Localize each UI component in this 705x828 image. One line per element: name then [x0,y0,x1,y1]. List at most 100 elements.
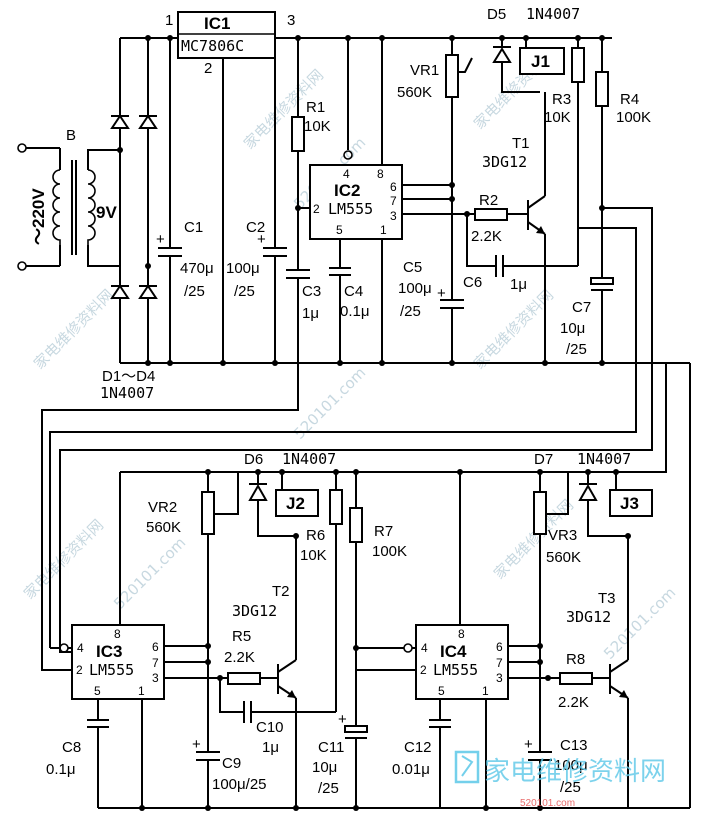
svg-text:1: 1 [380,223,387,237]
vr1-label: VR1 [410,62,439,79]
c11-label: C11 [318,739,344,756]
j3-label: J3 [620,494,639,513]
svg-text:5: 5 [438,684,445,698]
svg-text:+: + [257,231,266,248]
regulator-IC1: IC1 MC7806C 1 3 2 [165,11,295,366]
capacitor-C13: + C13 100μ /25 [524,736,588,811]
svg-text:2: 2 [313,202,320,216]
wire-reset-ic3 [49,227,637,648]
c4-label: C4 [344,283,363,300]
capacitor-C5: + C5 100μ /25 [398,259,464,366]
vr2-label: VR2 [148,499,177,516]
t2-label: T2 [272,583,290,600]
capacitor-C1: + C1 470μ /25 [156,35,214,366]
t2-part: 3DG12 [232,602,277,620]
svg-text:8: 8 [458,627,465,641]
r1-label: R1 [306,99,325,116]
d5-label: D5 [487,6,506,23]
vr3-value: 560K [546,549,581,566]
ic2-part: LM555 [328,200,373,218]
watermark-text: 家电维修资料网 [20,516,107,603]
timer-IC4: IC4 LM555 4 8 2 6 7 3 5 1 C12 0.01μ [356,469,560,811]
capacitor-C9: + C9 100μ/25 [192,736,267,811]
mains-input: ～220V [17,143,61,271]
ic1-part: MC7806C [181,37,244,55]
c4-value: 0.1μ [340,303,370,320]
c12-label: C12 [404,739,432,756]
capacitor-C6: C6 1μ [463,214,578,293]
ic1-pin2: 2 [204,60,212,77]
ic4-label: IC4 [440,642,467,661]
resistor-R7: R7 100K [349,469,407,726]
c1-label: C1 [184,219,203,236]
r8-value: 2.2K [558,694,589,711]
transformer-B: B 9V [52,127,120,267]
diode-D7: D7 1N4007 [534,450,631,537]
c2-rating: /25 [234,283,255,300]
capacitor-C7: C7 10μ /25 [560,277,614,366]
c8-label: C8 [62,739,81,756]
c5-rating: /25 [400,303,421,320]
ic4-part: LM555 [433,661,478,679]
r7-label: R7 [374,523,393,540]
transistor-T3: T3 3DG12 [566,536,629,808]
c12-value: 0.01μ [392,761,430,778]
vr2-value: 560K [146,519,181,536]
ic1-pin3: 3 [287,12,295,29]
svg-text:+: + [192,736,201,753]
r6-label: R6 [306,527,325,544]
j2-label: J2 [286,494,305,513]
r5-label: R5 [232,628,251,645]
r2-label: R2 [479,192,498,209]
r2-value: 2.2K [471,228,502,245]
r7-value: 100K [372,543,407,560]
mains-label: ～220V [29,188,48,245]
c11-rating: /25 [318,780,339,797]
timer-IC3: IC3 LM555 4 8 2 6 7 3 5 1 C8 0.1μ [46,472,228,811]
capacitor-C10: C10 1μ [219,678,336,756]
svg-text:7: 7 [496,656,503,670]
svg-text:+: + [338,711,347,728]
resistor-R5: R5 2.2K [224,628,278,685]
relay-J1: J1 [519,38,565,75]
c11-value: 10μ [312,759,337,776]
r4-value: 100K [616,109,651,126]
c7-value: 10μ [560,320,585,337]
c5-value: 100μ [398,280,432,297]
svg-text:5: 5 [336,223,343,237]
potentiometer-VR2: VR2 560K [146,469,239,752]
relay-J3: J3 [609,472,653,539]
c10-label: C10 [256,719,284,736]
ic3-label: IC3 [96,642,122,661]
svg-text:+: + [524,736,533,753]
resistor-R6: R6 10K [300,469,343,712]
potentiometer-VR3: VR3 560K [533,469,581,752]
c9-label: C9 [222,755,241,772]
c2-label: C2 [246,219,265,236]
svg-text:1: 1 [138,684,145,698]
c13-label: C13 [560,737,588,754]
c9-value: 100μ/25 [212,776,267,793]
r8-label: R8 [566,651,585,668]
svg-text:4: 4 [421,641,428,655]
svg-text:5: 5 [94,684,101,698]
ic1-pin1: 1 [165,12,173,29]
svg-text:7: 7 [152,656,159,670]
potentiometer-VR1: VR1 560K [397,35,473,300]
transformer-label: B [66,127,76,144]
watermark-url: 520101.com [110,534,189,613]
c6-label: C6 [463,274,482,291]
r3-label: R3 [552,91,571,108]
t3-label: T3 [598,590,616,607]
rectifier-label: D1～D4 [102,368,155,385]
ic3-part: LM555 [89,661,134,679]
svg-text:3: 3 [152,671,159,685]
d5-part: 1N4007 [526,5,580,23]
c1-value: 470μ [180,260,214,277]
r6-value: 10K [300,547,327,564]
c10-value: 1μ [262,739,279,756]
c8-value: 0.1μ [46,761,76,778]
svg-text:8: 8 [114,627,121,641]
c2-value: 100μ [226,260,260,277]
svg-text:2: 2 [76,663,83,677]
